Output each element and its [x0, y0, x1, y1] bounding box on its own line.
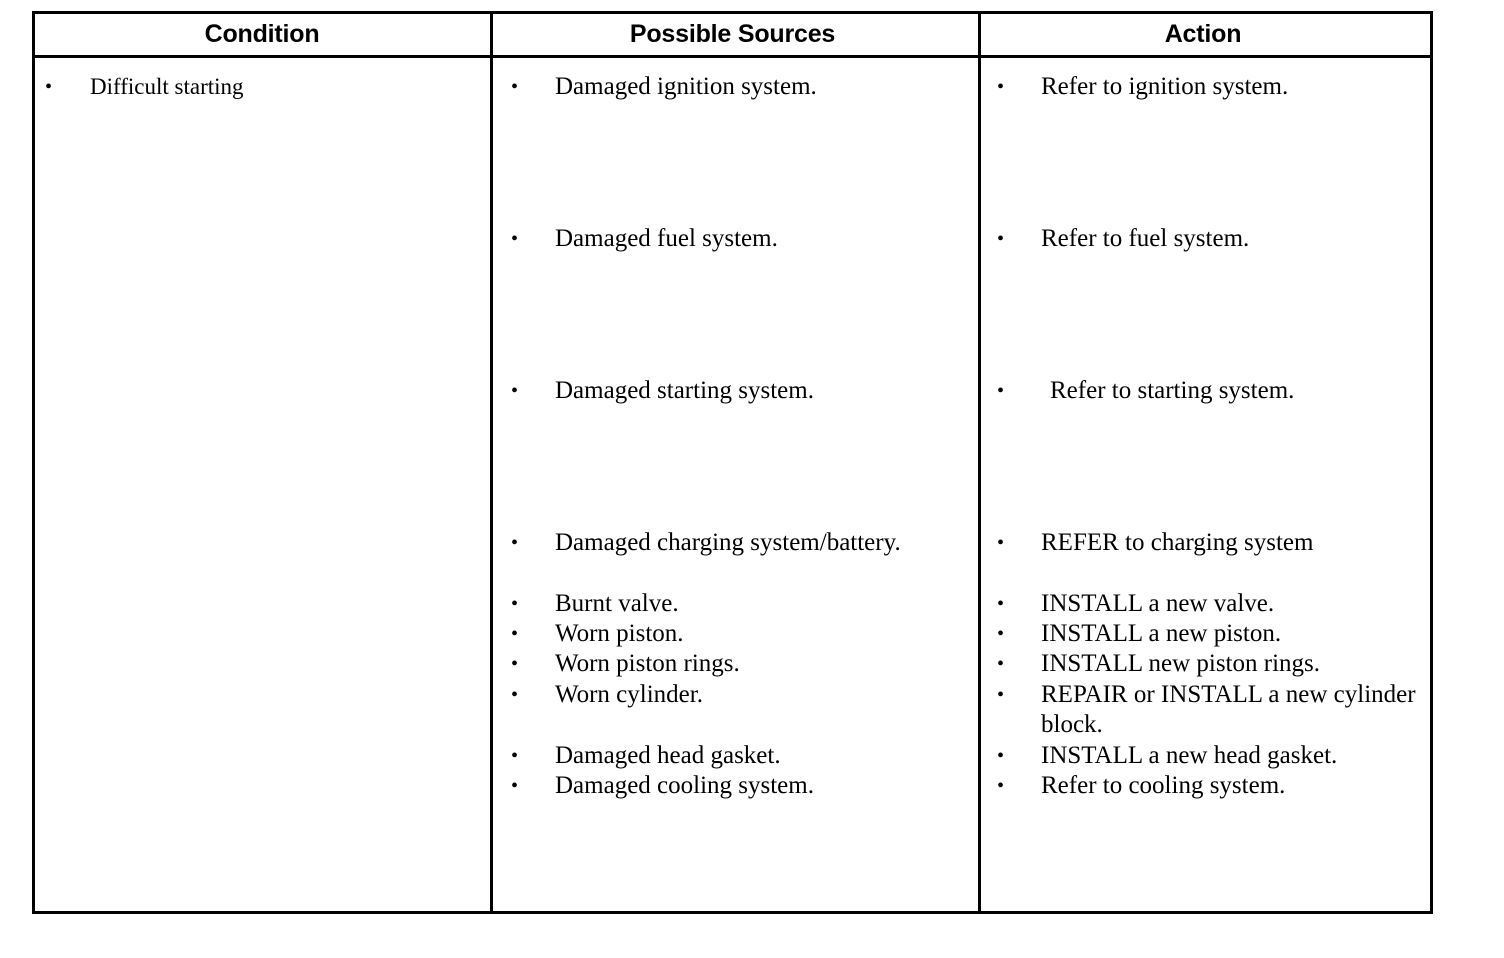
action-text: INSTALL a new valve.	[1041, 590, 1275, 617]
possible-source-item: • Burnt valve.	[511, 589, 971, 619]
action-text: INSTALL new piston rings.	[1041, 650, 1320, 677]
column-divider-2	[978, 14, 981, 911]
possible-source-text: Damaged charging system/battery.	[555, 529, 901, 556]
action-item: • REPAIR or INSTALL a new cylinder block.	[997, 680, 1427, 740]
bullet-icon: •	[997, 532, 1005, 554]
bullet-icon: •	[511, 745, 519, 767]
bullet-icon: •	[511, 684, 519, 706]
possible-source-item: • Damaged charging system/battery.	[511, 528, 971, 558]
action-item: • Refer to cooling system.	[997, 771, 1427, 801]
cell-condition: • Difficult starting	[35, 58, 490, 911]
column-header-action-label: Action	[1164, 20, 1242, 48]
column-header-condition: Condition	[35, 14, 489, 55]
table-body-row: • Difficult starting • Damaged ignition sy…	[35, 58, 1430, 911]
cell-action: • Refer to ignition system. • Refer to fuel…	[981, 58, 1433, 911]
possible-source-text: Damaged cooling system.	[555, 772, 814, 799]
action-item: • Refer to ignition system.	[997, 72, 1427, 102]
possible-source-text: Damaged starting system.	[555, 377, 814, 404]
action-text: INSTALL a new piston.	[1041, 620, 1282, 647]
action-item: • Refer to starting system.	[997, 376, 1427, 406]
action-text: REFER to charging system	[1041, 529, 1314, 556]
action-text: INSTALL a new head gasket.	[1041, 742, 1338, 769]
bullet-icon: •	[511, 623, 519, 645]
column-header-possible-sources: Possible Sources	[489, 14, 976, 55]
possible-source-item: • Damaged starting system.	[511, 376, 971, 406]
bullet-icon: •	[511, 593, 519, 615]
bullet-icon: •	[511, 380, 519, 402]
action-text: Refer to ignition system.	[1041, 73, 1289, 100]
bullet-icon: •	[511, 228, 519, 250]
action-text: Refer to fuel system.	[1041, 225, 1250, 252]
possible-source-item: • Damaged head gasket.	[511, 741, 971, 771]
bullet-icon: •	[511, 532, 519, 554]
cell-possible-sources: • Damaged ignition system. • Damaged fuel s…	[493, 58, 978, 911]
bullet-icon: •	[997, 623, 1005, 645]
bullet-icon: •	[997, 380, 1005, 402]
action-text: Refer to cooling system.	[1041, 772, 1286, 799]
possible-source-text: Burnt valve.	[555, 590, 679, 617]
possible-source-text: Worn piston rings.	[555, 650, 740, 677]
bullet-icon: •	[997, 684, 1005, 706]
possible-source-item: • Worn piston rings.	[511, 649, 971, 679]
possible-source-item: • Worn cylinder.	[511, 680, 971, 710]
bullet-icon: •	[511, 76, 519, 98]
header-separator-rule	[35, 55, 1430, 58]
possible-source-item: • Damaged cooling system.	[511, 771, 971, 801]
bullet-icon: •	[997, 745, 1005, 767]
action-item: • INSTALL a new valve.	[997, 589, 1427, 619]
action-item: • Refer to fuel system.	[997, 224, 1427, 254]
condition-item: • Difficult starting	[45, 72, 475, 102]
possible-source-text: Worn piston.	[555, 620, 684, 647]
troubleshooting-table: Condition Possible Sources Action • Diffi…	[32, 11, 1433, 914]
bullet-icon: •	[511, 775, 519, 797]
action-item: • INSTALL a new head gasket.	[997, 741, 1427, 771]
column-header-condition-label: Condition	[204, 20, 320, 48]
column-header-possible-sources-label: Possible Sources	[629, 20, 836, 48]
bullet-icon: •	[45, 76, 53, 98]
action-item: • INSTALL new piston rings.	[997, 649, 1427, 679]
possible-source-item: • Worn piston.	[511, 619, 971, 649]
table-header-row: Condition Possible Sources Action	[35, 14, 1430, 55]
bullet-icon: •	[997, 228, 1005, 250]
possible-source-text: Damaged ignition system.	[555, 73, 817, 100]
action-item: • INSTALL a new piston.	[997, 619, 1427, 649]
condition-text: Difficult starting	[90, 74, 244, 99]
bullet-icon: •	[997, 775, 1005, 797]
column-divider-1	[490, 14, 493, 911]
bullet-icon: •	[511, 653, 519, 675]
possible-source-item: • Damaged fuel system.	[511, 224, 971, 254]
action-item: • REFER to charging system	[997, 528, 1427, 558]
possible-source-text: Damaged head gasket.	[555, 742, 781, 769]
bullet-icon: •	[997, 653, 1005, 675]
action-text: REPAIR or INSTALL a new cylinder block.	[1041, 681, 1422, 738]
possible-source-text: Damaged fuel system.	[555, 225, 778, 252]
possible-source-text: Worn cylinder.	[555, 681, 703, 708]
possible-source-item: • Damaged ignition system.	[511, 72, 971, 102]
bullet-icon: •	[997, 76, 1005, 98]
column-header-action: Action	[976, 14, 1430, 55]
action-text: Refer to starting system.	[1050, 377, 1295, 404]
bullet-icon: •	[997, 593, 1005, 615]
